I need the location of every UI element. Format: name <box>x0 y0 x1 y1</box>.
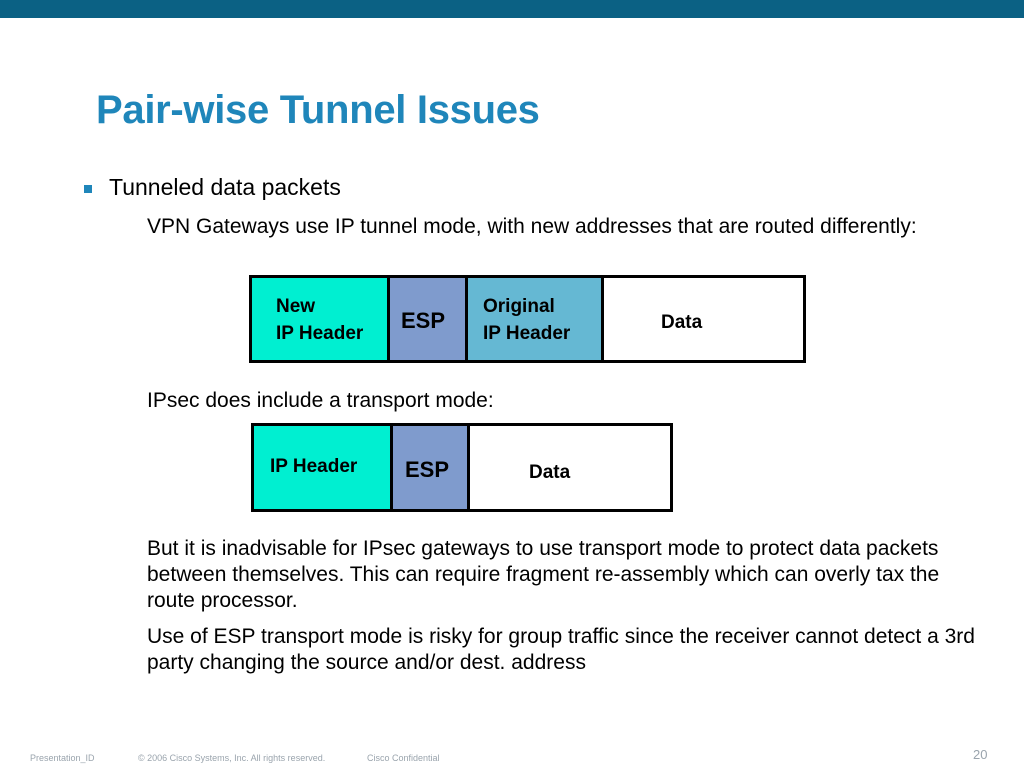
new-ip-header-label-line1: New <box>276 296 316 317</box>
paragraph-transport-warning: But it is inadvisable for IPsec gateways… <box>147 537 940 612</box>
data-cell: Data <box>604 278 803 360</box>
header-bar <box>0 0 1024 18</box>
bullet-text: Tunneled data packets <box>109 174 341 200</box>
data-label: Data <box>529 462 571 483</box>
original-ip-header-label-line1: Original <box>483 296 555 317</box>
esp-cell: ESP <box>393 426 470 509</box>
paragraph-esp-risk: Use of ESP transport mode is risky for g… <box>147 625 975 674</box>
page-number: 20 <box>973 747 988 762</box>
new-ip-header-cell: New IP Header <box>252 278 390 360</box>
esp-cell: ESP <box>390 278 468 360</box>
original-ip-header-label-line2: IP Header <box>483 323 571 344</box>
bullet-item: Tunneled data packets <box>84 174 341 201</box>
original-ip-header-cell: Original IP Header <box>468 278 604 360</box>
esp-label: ESP <box>405 457 450 482</box>
footer-confidential: Cisco Confidential <box>367 753 440 763</box>
ip-header-label: IP Header <box>270 456 358 477</box>
paragraph-transport-mode: IPsec does include a transport mode: <box>147 389 494 412</box>
tunnel-packet-diagram: New IP Header ESP Original IP Header Dat… <box>249 275 806 363</box>
footer-copyright: © 2006 Cisco Systems, Inc. All rights re… <box>138 753 326 763</box>
paragraph-tunnel-mode: VPN Gateways use IP tunnel mode, with ne… <box>147 215 917 238</box>
new-ip-header-label-line2: IP Header <box>276 323 364 344</box>
transport-packet-diagram: IP Header ESP Data <box>251 423 673 512</box>
data-cell: Data <box>470 426 670 509</box>
footer-presentation-id: Presentation_ID <box>30 753 95 763</box>
slide-title: Pair-wise Tunnel Issues <box>96 88 540 132</box>
data-label: Data <box>661 312 703 333</box>
bullet-square-icon <box>84 184 92 193</box>
esp-label: ESP <box>401 308 446 333</box>
ip-header-cell: IP Header <box>254 426 393 509</box>
